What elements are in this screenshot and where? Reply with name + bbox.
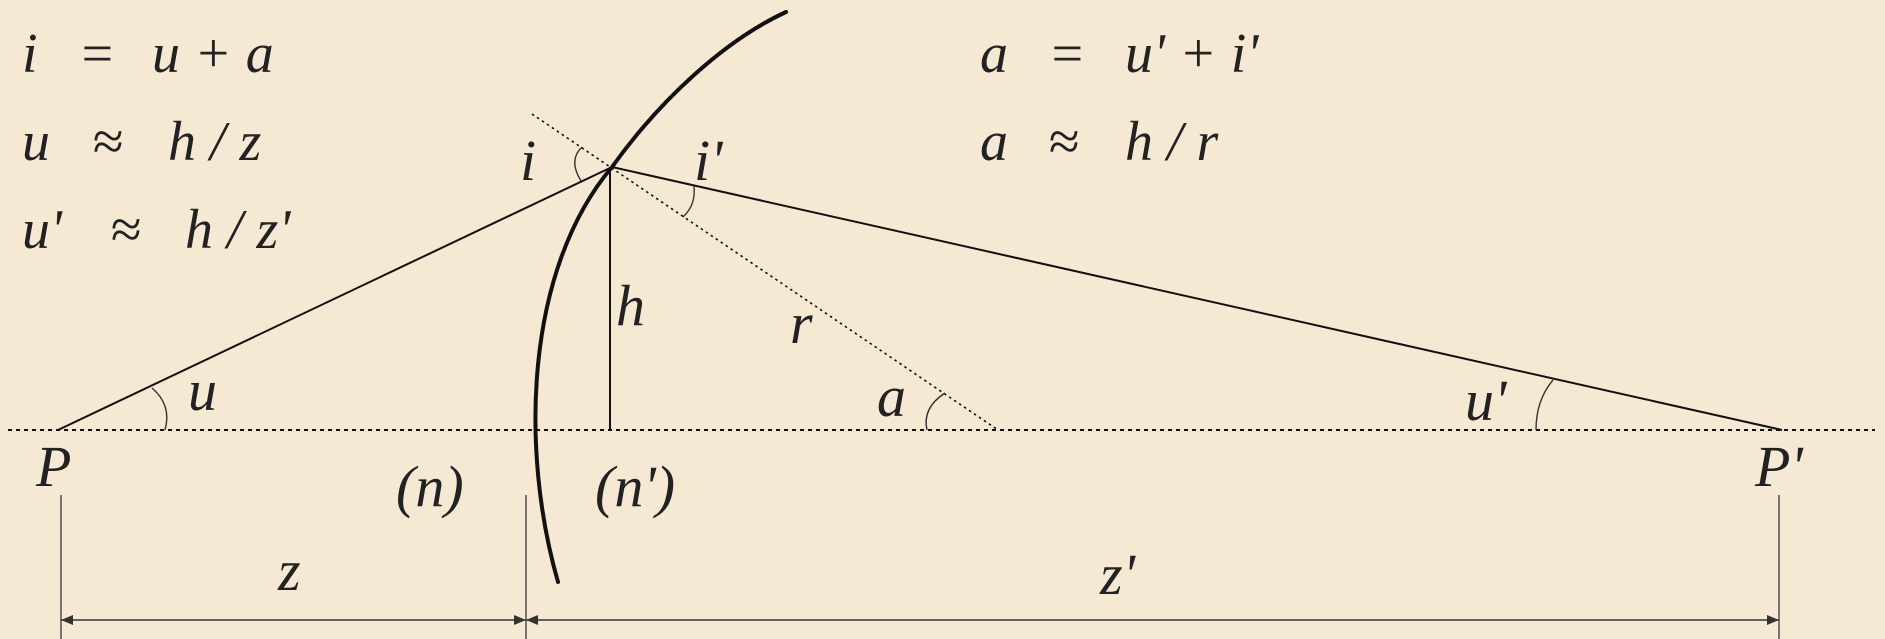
- label-radius: r: [790, 291, 813, 356]
- label-angle-u: u: [188, 358, 217, 423]
- equation-1-lhs: i: [22, 23, 38, 85]
- arrowhead-z-right: [514, 615, 526, 625]
- angle-arc-u-prime: [1535, 379, 1554, 431]
- refracted-ray: [611, 166, 1783, 431]
- equation-2-lhs: u: [22, 111, 50, 173]
- equation-3-rhs: h / z': [185, 199, 291, 261]
- equation-5-op: ≈: [1048, 111, 1079, 173]
- equation-2-op: ≈: [92, 111, 123, 173]
- angle-arc-u: [151, 387, 168, 431]
- equation-4-op: =: [1048, 23, 1086, 85]
- label-incidence-angle: i: [520, 128, 536, 193]
- label-index-after: (n'): [595, 454, 675, 519]
- angle-arc-i-prime: [682, 185, 695, 218]
- arrowhead-z-left: [61, 615, 73, 625]
- equation-5-rhs: h / r: [1125, 111, 1219, 173]
- angle-arc-i: [574, 146, 583, 182]
- arrowhead-zp-left: [526, 615, 538, 625]
- equation-2-rhs: h / z: [168, 111, 262, 173]
- equation-1-rhs: u + a: [152, 23, 274, 85]
- refracting-surface: [533, 10, 788, 584]
- surface-normal: [531, 113, 999, 431]
- label-refraction-angle: i': [694, 128, 724, 193]
- label-image-point: P': [1754, 434, 1804, 499]
- equation-3-lhs: u': [22, 199, 63, 261]
- arrowhead-zp-right: [1767, 615, 1779, 625]
- label-index-before: (n): [396, 454, 464, 519]
- label-angle-a: a: [877, 364, 906, 429]
- equation-4-rhs: u' + i': [1125, 23, 1259, 85]
- label-distance-z-prime: z': [1099, 542, 1137, 607]
- equation-4-lhs: a: [980, 23, 1008, 85]
- equation-1-op: =: [78, 23, 116, 85]
- label-height: h: [616, 273, 645, 338]
- equation-block-left: i = u + a u ≈ h / z u' ≈ h / z': [22, 23, 291, 261]
- equation-5-lhs: a: [980, 111, 1008, 173]
- label-angle-u-prime: u': [1465, 368, 1508, 433]
- incident-ray: [57, 166, 613, 431]
- equation-block-right: a = u' + i' a ≈ h / r: [980, 23, 1259, 173]
- angle-arc-a: [925, 392, 946, 431]
- equation-3-op: ≈: [110, 199, 141, 261]
- label-distance-z: z: [277, 538, 301, 603]
- label-object-point: P: [35, 434, 71, 499]
